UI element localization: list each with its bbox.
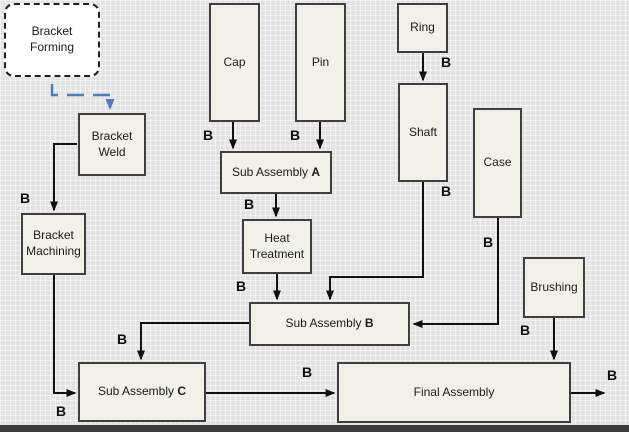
node-sub-assembly-b-label: Sub Assembly B: [285, 316, 374, 331]
node-bracket-forming[interactable]: Bracket Forming: [4, 3, 100, 77]
window-bottom-edge: [0, 425, 629, 432]
connector-subassembly-b-subassembly-c: [137, 322, 249, 361]
node-bracket-weld-label: Bracket Weld: [91, 128, 133, 159]
node-final-assembly-label: Final Assembly: [413, 384, 495, 399]
flow-label-b-shaft: B: [441, 183, 452, 199]
flow-label-b-brushing: B: [520, 322, 531, 338]
node-shaft[interactable]: Shaft: [398, 83, 448, 182]
node-sub-assembly-a[interactable]: Sub Assembly A: [220, 151, 332, 194]
flow-label-b-weld-to-machining: B: [20, 190, 31, 206]
node-sub-assembly-c-label: Sub Assembly C: [97, 384, 187, 399]
flow-label-b-cap: B: [203, 127, 214, 143]
node-final-assembly[interactable]: Final Assembly: [337, 362, 571, 423]
node-case[interactable]: Case: [473, 108, 522, 218]
node-heat-treatment-label: Heat Treatment: [249, 230, 305, 261]
flow-label-b-subb-to-subc: B: [117, 331, 128, 347]
connector-bracket-weld-bracket-machining: [50, 143, 77, 212]
node-pin[interactable]: Pin: [295, 3, 346, 122]
node-bracket-weld[interactable]: Bracket Weld: [78, 113, 146, 176]
flow-label-b-ring-shaft: B: [441, 54, 452, 70]
flow-label-b-subc-to-final: B: [302, 364, 313, 380]
flow-label-b-subassembly-a: B: [244, 196, 255, 212]
node-sub-assembly-a-label: Sub Assembly A: [231, 164, 321, 179]
node-sub-assembly-b[interactable]: Sub Assembly B: [249, 302, 410, 346]
node-shaft-label: Shaft: [408, 124, 438, 139]
node-bracket-machining[interactable]: Bracket Machining: [21, 213, 86, 275]
flow-label-b-machining-to-subc: B: [56, 403, 67, 419]
connector-bracket-machining-subassembly-c: [53, 275, 77, 397]
node-brushing[interactable]: Brushing: [523, 257, 585, 318]
node-brushing-label: Brushing: [530, 279, 578, 294]
connector-shaft-subassembly-b: [326, 182, 424, 301]
node-cap-label: Cap: [223, 54, 246, 69]
flow-label-b-case: B: [483, 234, 494, 250]
node-sub-assembly-c[interactable]: Sub Assembly C: [78, 362, 206, 422]
flow-label-b-pin: B: [290, 127, 301, 143]
node-case-label: Case: [483, 155, 512, 170]
node-pin-label: Pin: [311, 54, 330, 69]
flow-label-b-final-output: B: [607, 367, 618, 383]
node-bracket-machining-label: Bracket Machining: [26, 228, 81, 258]
node-ring[interactable]: Ring: [397, 3, 448, 53]
connector-bracket-forming-bracket-weld-planned: [50, 84, 115, 110]
node-cap[interactable]: Cap: [209, 3, 260, 122]
node-bracket-forming-label: Bracket Forming: [29, 24, 74, 54]
node-ring-label: Ring: [410, 20, 435, 35]
node-heat-treatment[interactable]: Heat Treatment: [242, 219, 312, 274]
flow-label-b-heat-treatment: B: [236, 278, 247, 294]
